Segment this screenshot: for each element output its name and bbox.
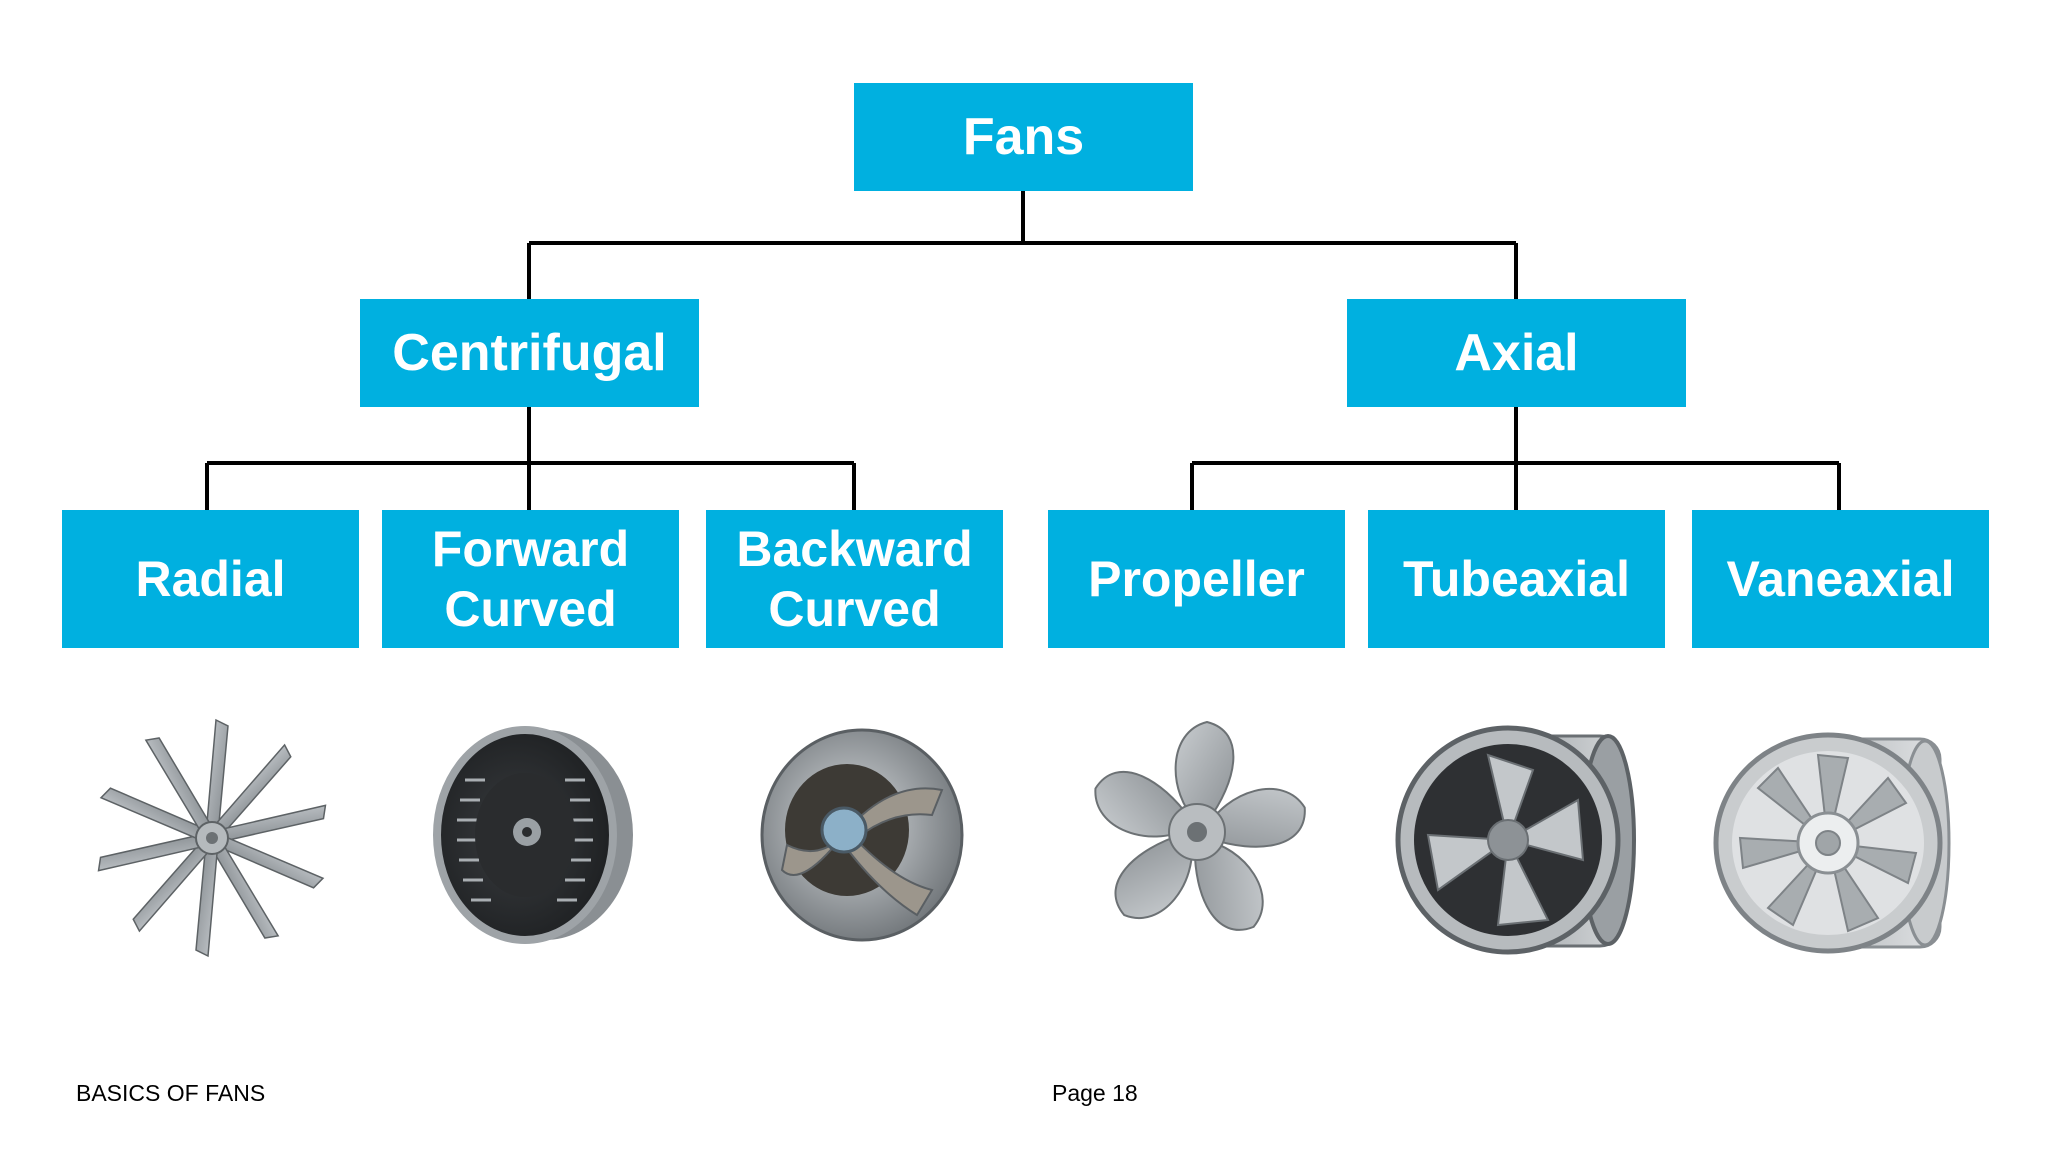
footer-title: BASICS OF FANS <box>76 1080 266 1106</box>
node-centrifugal-label: Centrifugal <box>392 323 667 382</box>
node-centrifugal: Centrifugal <box>360 299 699 407</box>
node-fans-label: Fans <box>962 107 1085 166</box>
node-propeller: Propeller <box>1048 510 1345 648</box>
node-forward-curved: Forward Curved <box>382 510 679 648</box>
node-radial-label: Radial <box>135 551 286 607</box>
tubeaxial-fan-image <box>1395 725 1636 955</box>
node-tubeaxial-label: Tubeaxial <box>1403 551 1630 607</box>
node-backward-curved: Backward Curved <box>706 510 1003 648</box>
radial-impeller-image <box>97 718 327 958</box>
propeller-fan-image <box>1094 720 1306 931</box>
node-axial: Axial <box>1347 299 1686 407</box>
footer-page-number: Page 18 <box>1052 1080 1138 1106</box>
node-tubeaxial: Tubeaxial <box>1368 510 1665 648</box>
node-axial-label: Axial <box>1454 323 1579 382</box>
node-vaneaxial: Vaneaxial <box>1692 510 1989 648</box>
node-propeller-label: Propeller <box>1088 551 1305 607</box>
node-radial: Radial <box>62 510 359 648</box>
node-forward-curved-label: Forward Curved <box>431 521 630 637</box>
node-backward-curved-label: Backward Curved <box>736 521 973 637</box>
node-fans: Fans <box>854 83 1193 191</box>
backward-curved-impeller-image <box>760 728 964 942</box>
forward-curved-blower-wheel-image <box>433 726 633 944</box>
node-vaneaxial-label: Vaneaxial <box>1726 551 1955 607</box>
vaneaxial-fan-image <box>1713 732 1951 954</box>
